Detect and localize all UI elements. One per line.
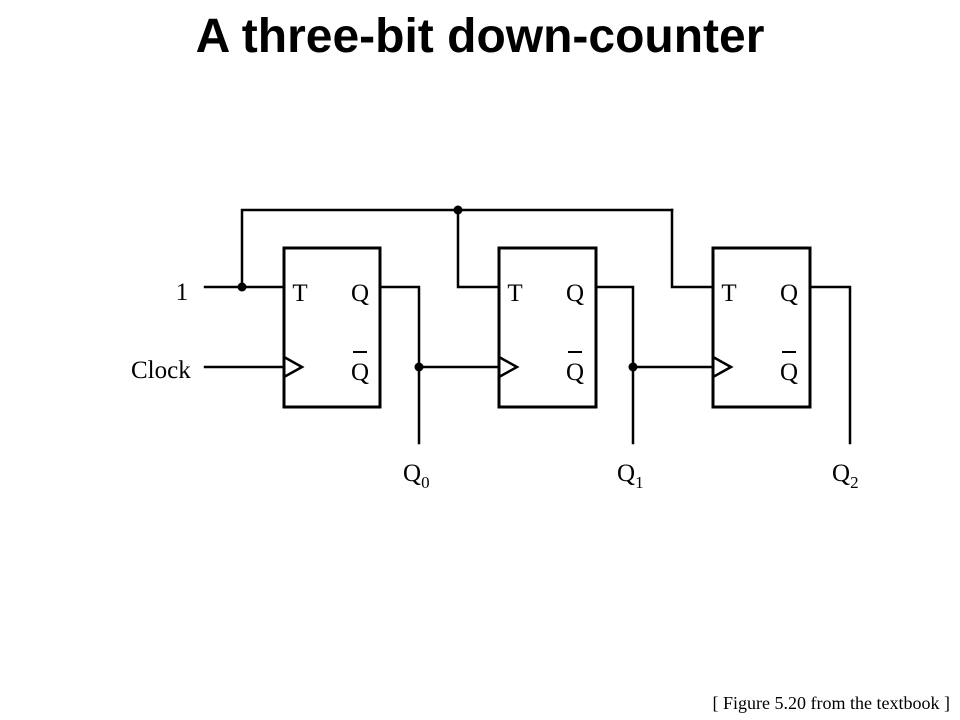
q-bar-pin-label: Q bbox=[351, 359, 369, 386]
t-pin-label: T bbox=[507, 280, 522, 307]
output-label-base: Q bbox=[832, 460, 850, 487]
figure-caption: [ Figure 5.20 from the textbook ] bbox=[713, 693, 950, 713]
t-pin-label: T bbox=[721, 280, 736, 307]
output-label-subscript: 1 bbox=[635, 473, 644, 492]
t-pin-label: T bbox=[292, 280, 307, 307]
t-enable-bus-wire bbox=[240, 208, 674, 289]
flip-flop-0: T Q Q bbox=[282, 246, 382, 409]
q-bar-pin-label: Q bbox=[566, 359, 584, 386]
output-label-subscript: 2 bbox=[850, 473, 859, 492]
q-pin-label: Q bbox=[351, 280, 369, 307]
t-enable-wire-ff3 bbox=[670, 208, 715, 289]
flip-flop-1: T Q Q bbox=[497, 246, 598, 409]
clock-triangle-icon bbox=[283, 355, 305, 379]
output-label-q2: Q2 bbox=[832, 460, 859, 492]
clock-triangle-icon bbox=[712, 355, 734, 379]
flip-flop-2: T Q Q bbox=[711, 246, 812, 409]
q1-output-wire bbox=[594, 285, 635, 445]
flip-flop-box bbox=[282, 246, 382, 409]
output-label-q1: Q1 bbox=[617, 460, 644, 492]
flip-flop-box bbox=[497, 246, 598, 409]
clock-triangle-icon bbox=[498, 355, 520, 379]
junction-dot-t-input bbox=[237, 282, 247, 292]
slide-title: A three-bit down-counter bbox=[196, 10, 765, 63]
q-pin-label: Q bbox=[566, 280, 584, 307]
clock-label: Clock bbox=[131, 357, 191, 384]
output-label-subscript: 0 bbox=[421, 473, 430, 492]
output-label-base: Q bbox=[617, 460, 635, 487]
output-label-base: Q bbox=[403, 460, 421, 487]
junction-dot-t-bus bbox=[453, 205, 463, 215]
t-enable-wire-ff2 bbox=[456, 208, 501, 289]
input-t-label: 1 bbox=[176, 279, 189, 306]
q-pin-label: Q bbox=[780, 280, 798, 307]
junction-dot-q1 bbox=[628, 362, 638, 372]
q2-output-wire bbox=[808, 285, 852, 445]
output-label-q0: Q0 bbox=[403, 460, 430, 492]
junction-dot-q0 bbox=[414, 362, 424, 372]
flip-flop-box bbox=[711, 246, 812, 409]
q0-output-wire bbox=[378, 285, 421, 445]
q-bar-pin-label: Q bbox=[780, 359, 798, 386]
